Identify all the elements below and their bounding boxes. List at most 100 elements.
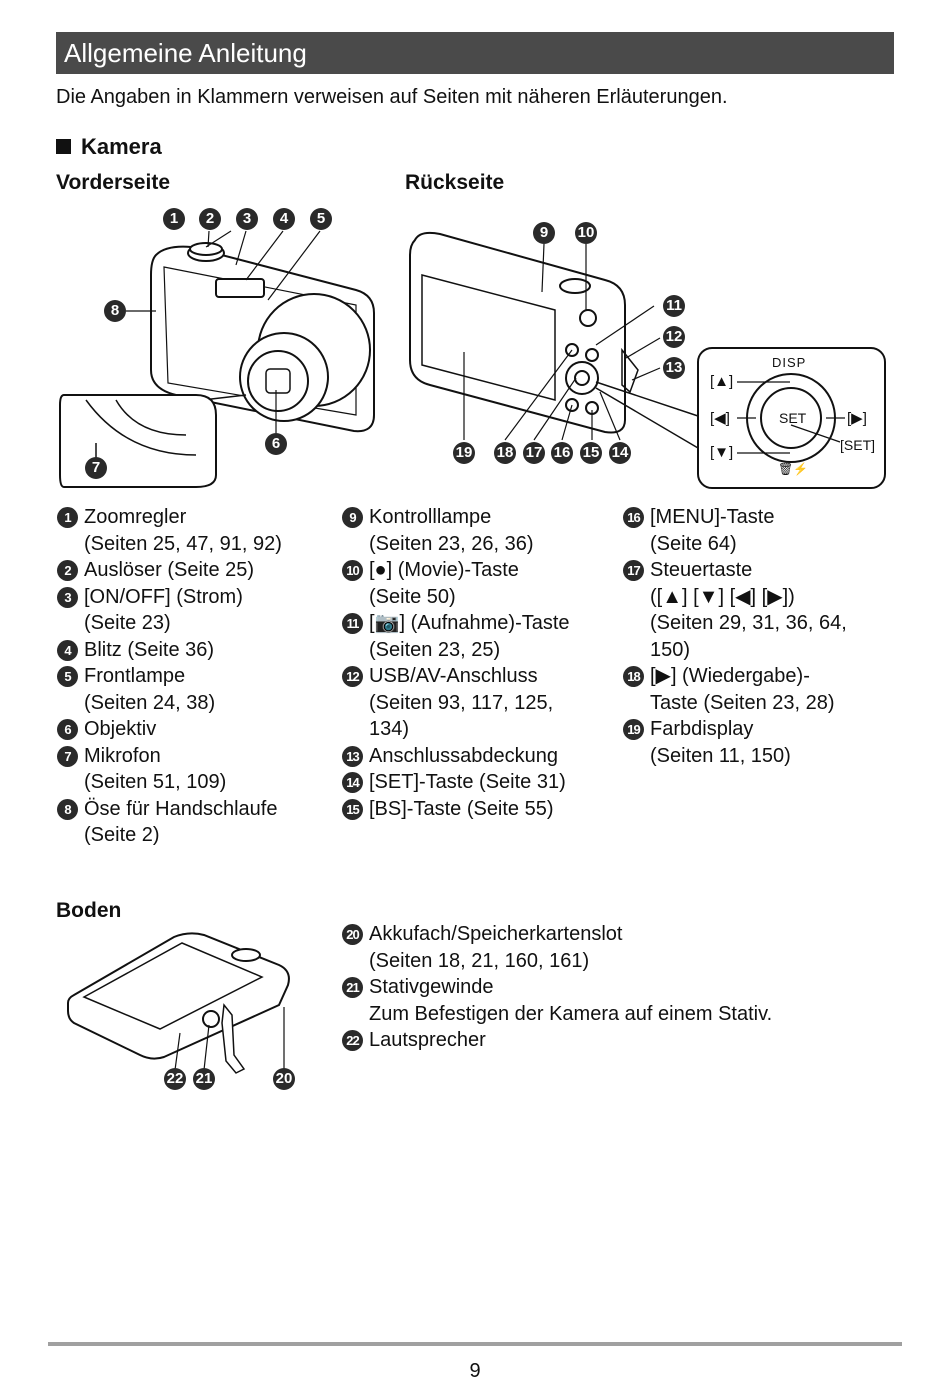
list-item-text: (Seite 50): [369, 585, 456, 608]
callout-1: 1: [163, 208, 185, 230]
number-badge: 5: [57, 666, 78, 687]
list-item-text: [SET]-Taste (Seite 31): [369, 771, 566, 793]
dpad-down-label: [▼]: [710, 444, 734, 461]
callout-15: 15: [580, 442, 602, 464]
list-item-text: Frontlampe: [84, 665, 186, 687]
callout-14: 14: [609, 442, 631, 464]
number-badge: 20: [342, 924, 363, 945]
callout-7: 7: [85, 457, 107, 479]
dpad-set-bracket-label: [SET]: [840, 437, 876, 453]
list-item-text: [●] (Movie)-Taste: [369, 559, 519, 581]
number-badge: 4: [57, 639, 78, 661]
callout-11: 11: [663, 295, 685, 317]
list-item-text: Öse für Handschlaufe: [84, 797, 278, 820]
list-item-text: [📷] (Aufnahme)-Taste: [369, 612, 570, 634]
callout-13: 13: [663, 357, 685, 379]
list-item-text: 150): [650, 638, 691, 661]
callout-9: 9: [533, 222, 555, 244]
dpad-up-label: [▲]: [710, 373, 734, 390]
list-item-text: Kontrolllampe: [369, 506, 492, 528]
page-title: Allgemeine Anleitung: [56, 32, 894, 74]
callout-3: 3: [236, 208, 258, 230]
list-item: 11[📷] (Aufnahme)-Taste(Seiten 23, 25): [342, 610, 617, 663]
callout-16: 16: [551, 442, 573, 464]
page-number: 9: [469, 1360, 481, 1382]
list-item-text: [▶] (Wiedergabe)-: [650, 665, 810, 687]
list-item-text: Blitz (Seite 36): [84, 638, 215, 661]
callout-17: 17: [523, 442, 545, 464]
list-item-text: (Seiten 93, 117, 125,: [369, 691, 554, 714]
list-item: 10 [●] (Movie)-Taste (Seite 50): [342, 557, 617, 610]
callout-12: 12: [663, 326, 685, 348]
list-item-text: Farbdisplay: [650, 718, 754, 740]
list-item: 9 Kontrolllampe (Seiten 23, 26, 36): [342, 504, 617, 557]
number-badge: 9: [342, 507, 363, 528]
list-item: 6 Objektiv: [57, 716, 337, 743]
callout-2: 2: [199, 208, 221, 230]
list-item: 15[BS]-Taste (Seite 55): [342, 796, 617, 823]
callout-4: 4: [273, 208, 295, 230]
intro-text: Die Angaben in Klammern verweisen auf Se…: [56, 86, 728, 108]
callout-8: 8: [104, 300, 126, 322]
list-item-text: Auslöser (Seite 25): [84, 559, 255, 581]
list-item-text: (Seiten 11, 150): [650, 744, 791, 767]
trash-flash-icon: 🗑⚡: [778, 462, 809, 476]
parts-list-col2: 9 Kontrolllampe (Seiten 23, 26, 36) 10 [●] (…: [342, 504, 617, 822]
list-item-text: Stativgewinde: [369, 976, 494, 998]
dpad-disp-label: DISP: [772, 355, 807, 370]
number-badge: 7: [57, 745, 78, 767]
callout-18: 18: [494, 442, 516, 464]
list-item-text: 134): [369, 718, 410, 740]
callout-19: 19: [453, 442, 475, 464]
list-item: 3[ON/OFF] (Strom)(Seite 23): [57, 584, 337, 637]
number-badge: 6: [57, 719, 78, 740]
list-item: 18 [▶] (Wiedergabe)- Taste (Seiten 23, 28): [623, 663, 913, 716]
callout-10: 10: [575, 222, 597, 244]
number-badge: 14: [342, 772, 363, 793]
subheading-bottom: Boden: [56, 899, 122, 922]
number-badge: 17: [623, 560, 644, 581]
dpad-right-label: [▶]: [847, 410, 867, 427]
list-item: 5 Frontlampe (Seiten 24, 38): [57, 663, 337, 716]
list-item-text: (Seiten 18, 21, 160, 161): [369, 949, 590, 972]
number-badge: 2: [57, 560, 78, 581]
square-bullet-icon: [56, 139, 71, 154]
camera-front-illustration: [59, 230, 375, 488]
subheading-back: Rückseite: [405, 171, 505, 194]
list-item-text: [ON/OFF] (Strom): [84, 585, 243, 608]
callout-22: 22: [164, 1068, 186, 1090]
list-item-text: (Seiten 23, 26, 36): [369, 532, 534, 555]
number-badge: 1: [57, 507, 78, 528]
number-badge: 18: [623, 666, 644, 687]
number-badge: 10: [342, 560, 363, 581]
number-badge: 8: [57, 798, 78, 820]
list-item-text: Akkufach/Speicherkartenslot: [369, 923, 623, 945]
list-item: 14 [SET]-Taste (Seite 31): [342, 769, 617, 796]
list-item-text: (Seiten 51, 109): [84, 771, 227, 793]
callout-20: 20: [273, 1068, 295, 1090]
list-item-text: Mikrofon: [84, 744, 161, 767]
list-item: 4 Blitz (Seite 36): [57, 637, 337, 664]
dpad-set-label: SET: [779, 410, 807, 426]
number-badge: 11: [342, 613, 363, 634]
footer-divider: [48, 1342, 902, 1346]
number-badge: 19: [623, 719, 644, 740]
parts-list-bottom: 20 Akkufach/Speicherkartenslot (Seiten 18,…: [342, 921, 882, 1054]
list-item-text: Zoomregler: [84, 506, 187, 528]
list-item-text: Objektiv: [84, 718, 157, 740]
list-item: 8 Öse für Handschlaufe (Seite 2): [57, 796, 337, 849]
list-item-text: Taste (Seiten 23, 28): [650, 691, 835, 714]
number-badge: 15: [342, 798, 363, 820]
section-heading: Kamera: [56, 134, 162, 160]
list-item-text: (Seite 2): [84, 824, 160, 846]
list-item: 7 Mikrofon (Seiten 51, 109): [57, 743, 337, 796]
list-item-text: (Seiten 24, 38): [84, 691, 216, 714]
list-item: 20 Akkufach/Speicherkartenslot (Seiten 18,…: [342, 921, 882, 974]
list-item-text: (Seiten 29, 31, 36, 64,: [650, 612, 847, 634]
